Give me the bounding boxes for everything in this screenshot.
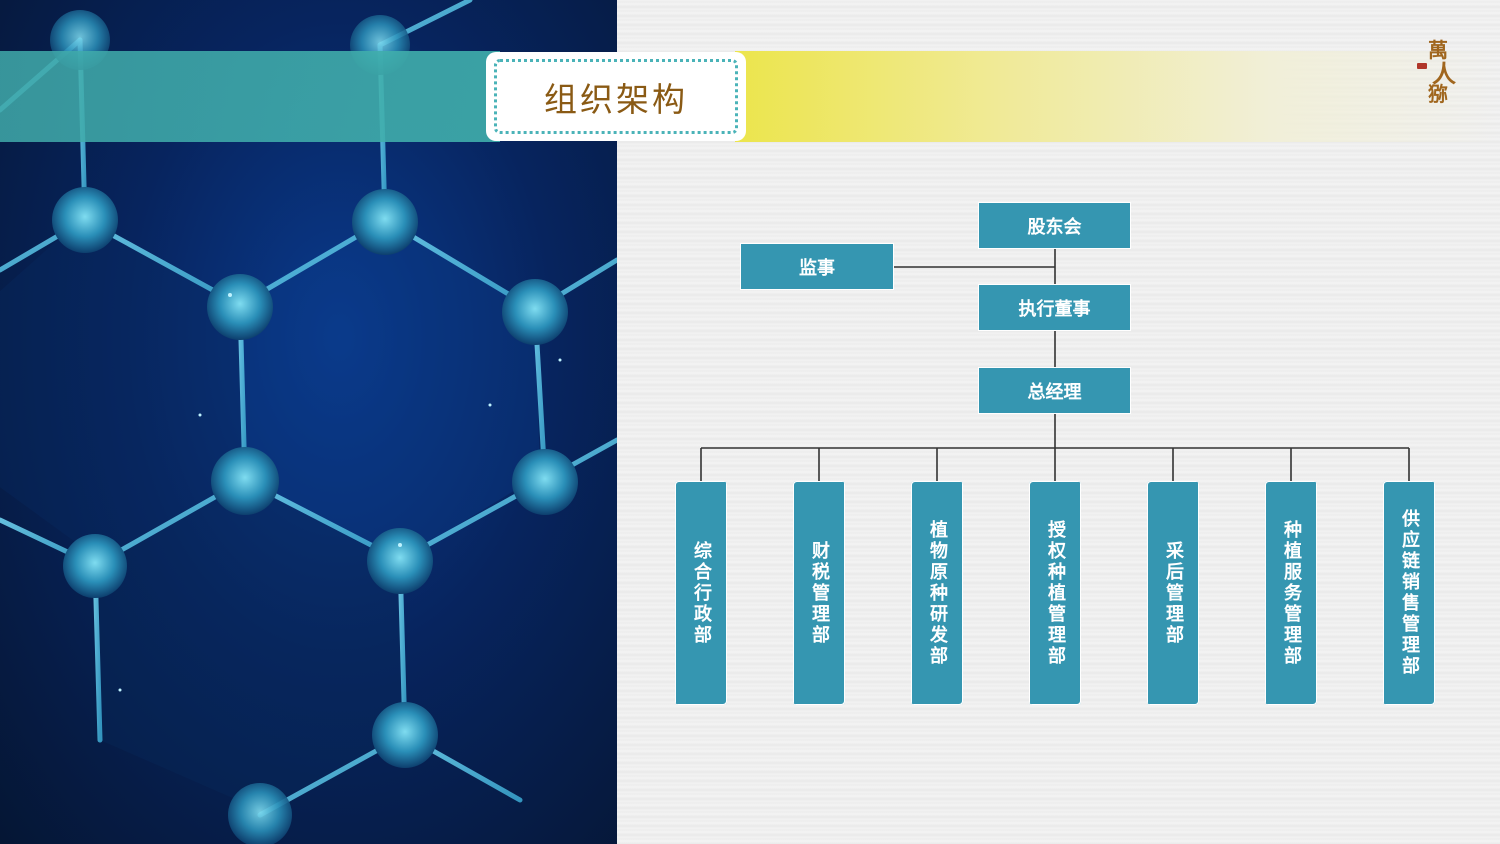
dept-label: 授权种植管理部	[1045, 519, 1066, 667]
dept-supply-chain-sales: 供应链销售管理部	[1383, 481, 1435, 705]
dept-plant-rnd: 植物原种研发部	[911, 481, 963, 705]
title-box: 组织架构	[486, 52, 746, 141]
logo-seal-icon	[1417, 63, 1427, 69]
header-band-yellow	[735, 51, 1500, 142]
node-general-manager: 总经理	[978, 367, 1131, 414]
dept-label: 植物原种研发部	[927, 519, 948, 667]
node-shareholders: 股东会	[978, 202, 1131, 249]
dept-label: 种植服务管理部	[1281, 519, 1302, 667]
dept-label: 供应链销售管理部	[1399, 509, 1420, 677]
dept-finance-tax: 财税管理部	[793, 481, 845, 705]
dept-label: 综合行政部	[691, 540, 712, 646]
molecule-graphic	[0, 0, 617, 844]
title-box-border: 组织架构	[494, 59, 738, 134]
header-band-teal	[0, 51, 500, 142]
logo-char: 人	[1432, 59, 1456, 88]
dept-label: 财税管理部	[809, 540, 830, 646]
dept-planting-service: 种植服务管理部	[1265, 481, 1317, 705]
dept-licensed-planting: 授权种植管理部	[1029, 481, 1081, 705]
page-title: 组织架构	[544, 79, 688, 119]
dept-label: 采后管理部	[1163, 540, 1184, 646]
dept-admin: 综合行政部	[675, 481, 727, 705]
brand-logo: 萬 人 猕	[1416, 34, 1470, 106]
dept-post-harvest: 采后管理部	[1147, 481, 1199, 705]
node-executive-director: 执行董事	[978, 284, 1131, 331]
logo-char: 猕	[1428, 82, 1448, 106]
logo-char: 萬	[1428, 38, 1448, 62]
node-supervisor: 监事	[740, 243, 894, 290]
